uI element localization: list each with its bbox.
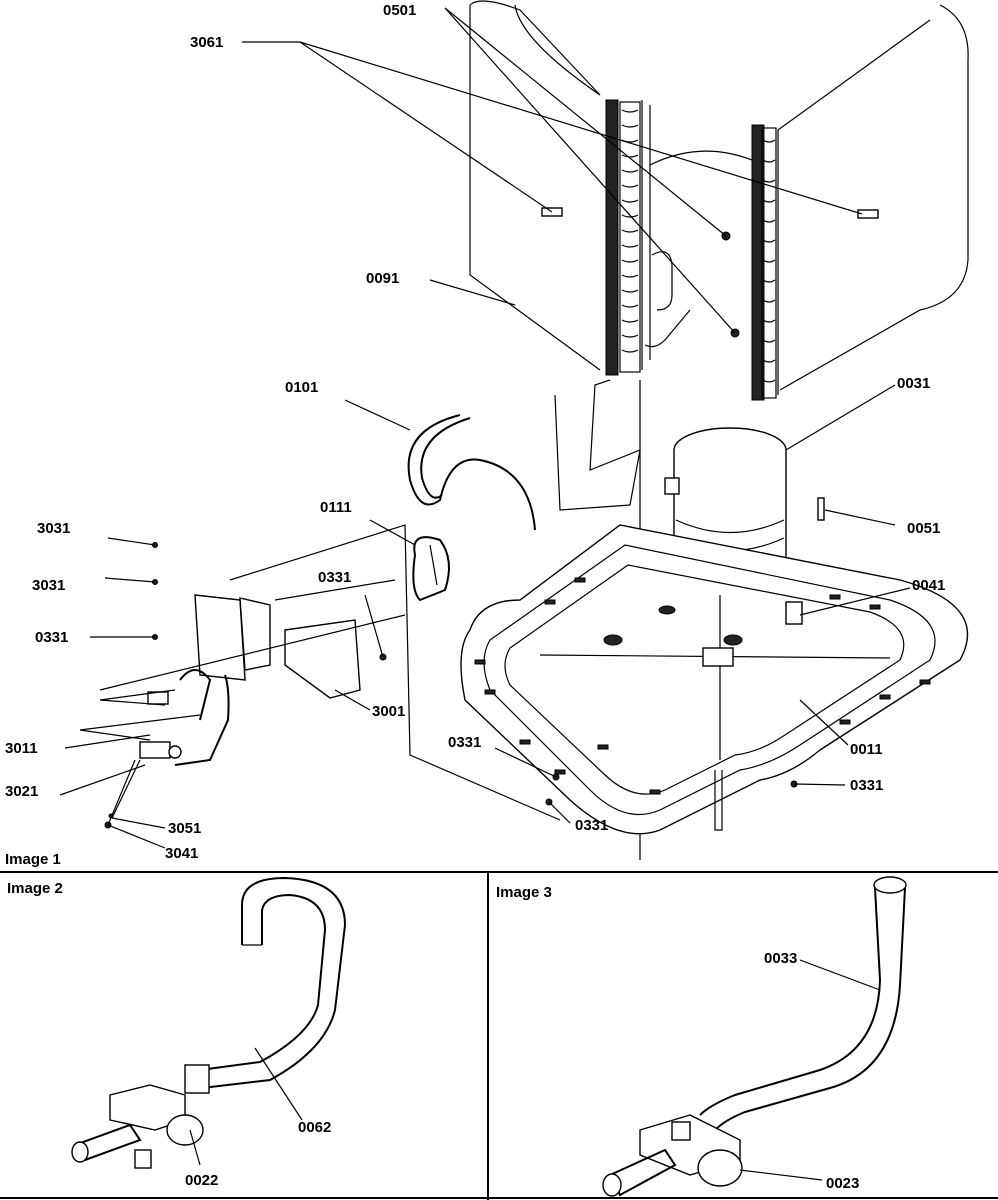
callout-0023: 0023 — [826, 1175, 859, 1192]
callout-3031-a: 3031 — [37, 520, 70, 537]
callout-0101: 0101 — [285, 379, 318, 396]
callout-0331-b: 0331 — [35, 629, 68, 646]
callout-0062: 0062 — [298, 1119, 331, 1136]
panel-dividers — [0, 871, 998, 1200]
tube-assembly-image-3 — [602, 876, 907, 1197]
tubing-0111 — [412, 536, 450, 602]
tubing-0101 — [407, 414, 536, 531]
tube-assembly-image-2 — [71, 876, 347, 1169]
panel-title-image-3: Image 3 — [496, 884, 552, 901]
callout-0111: 0111 — [320, 499, 352, 516]
panel-title-image-1: Image 1 — [5, 851, 61, 868]
callout-3061: 3061 — [190, 34, 223, 51]
callout-0331-c: 0331 — [448, 734, 481, 751]
callout-0331-e: 0331 — [575, 817, 608, 834]
callout-0331-d: 0331 — [850, 777, 883, 794]
callout-3051: 3051 — [168, 820, 201, 837]
callout-0051: 0051 — [907, 520, 940, 537]
callout-0041: 0041 — [912, 577, 945, 594]
callout-3031-b: 3031 — [32, 577, 65, 594]
callout-3011: 3011 — [5, 740, 38, 757]
callout-0033: 0033 — [764, 950, 797, 967]
callout-0011: 0011 — [850, 741, 883, 758]
panel-title-image-2: Image 2 — [7, 880, 63, 897]
leader-lines — [59, 7, 911, 849]
callout-0331-a: 0331 — [318, 569, 351, 586]
callout-0501: 0501 — [383, 2, 416, 19]
valve-bracket-assembly — [79, 524, 561, 821]
callout-0031: 0031 — [897, 375, 930, 392]
callout-3001: 3001 — [372, 703, 405, 720]
callout-3021: 3021 — [5, 783, 38, 800]
callout-0022: 0022 — [185, 1172, 218, 1189]
base-pan — [460, 524, 969, 835]
callout-0091: 0091 — [366, 270, 399, 287]
callout-3041: 3041 — [165, 845, 198, 862]
